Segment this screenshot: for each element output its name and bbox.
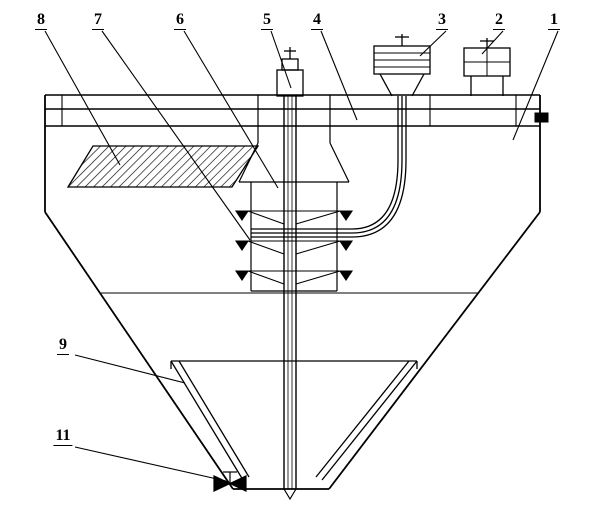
center-shaft: [276, 47, 304, 501]
callout-label-2: 2: [493, 11, 505, 30]
callout-label-4: 4: [311, 11, 323, 30]
deck-launder: [45, 94, 540, 127]
callout-label-3: 3: [436, 11, 448, 30]
leader-lines: [44, 30, 559, 482]
tank-outline: [44, 95, 541, 490]
deflector-rings: [234, 210, 354, 285]
callout-label-8: 8: [35, 11, 47, 30]
feed-pipe: [251, 96, 407, 238]
callout-label-9: 9: [57, 336, 69, 355]
discharge-valve: [213, 471, 247, 492]
callout-label-5: 5: [261, 11, 273, 30]
callout-label-6: 6: [174, 11, 186, 30]
inner-cone: [170, 360, 418, 481]
motor-unit: [463, 38, 511, 96]
callout-label-11: 11: [53, 427, 73, 446]
callout-label-1: 1: [548, 11, 560, 30]
callout-label-7: 7: [92, 11, 104, 30]
wall-fitting: [534, 112, 549, 123]
drive-unit: [373, 34, 431, 97]
feedwell: [238, 95, 350, 292]
hatched-plate: [66, 145, 260, 188]
